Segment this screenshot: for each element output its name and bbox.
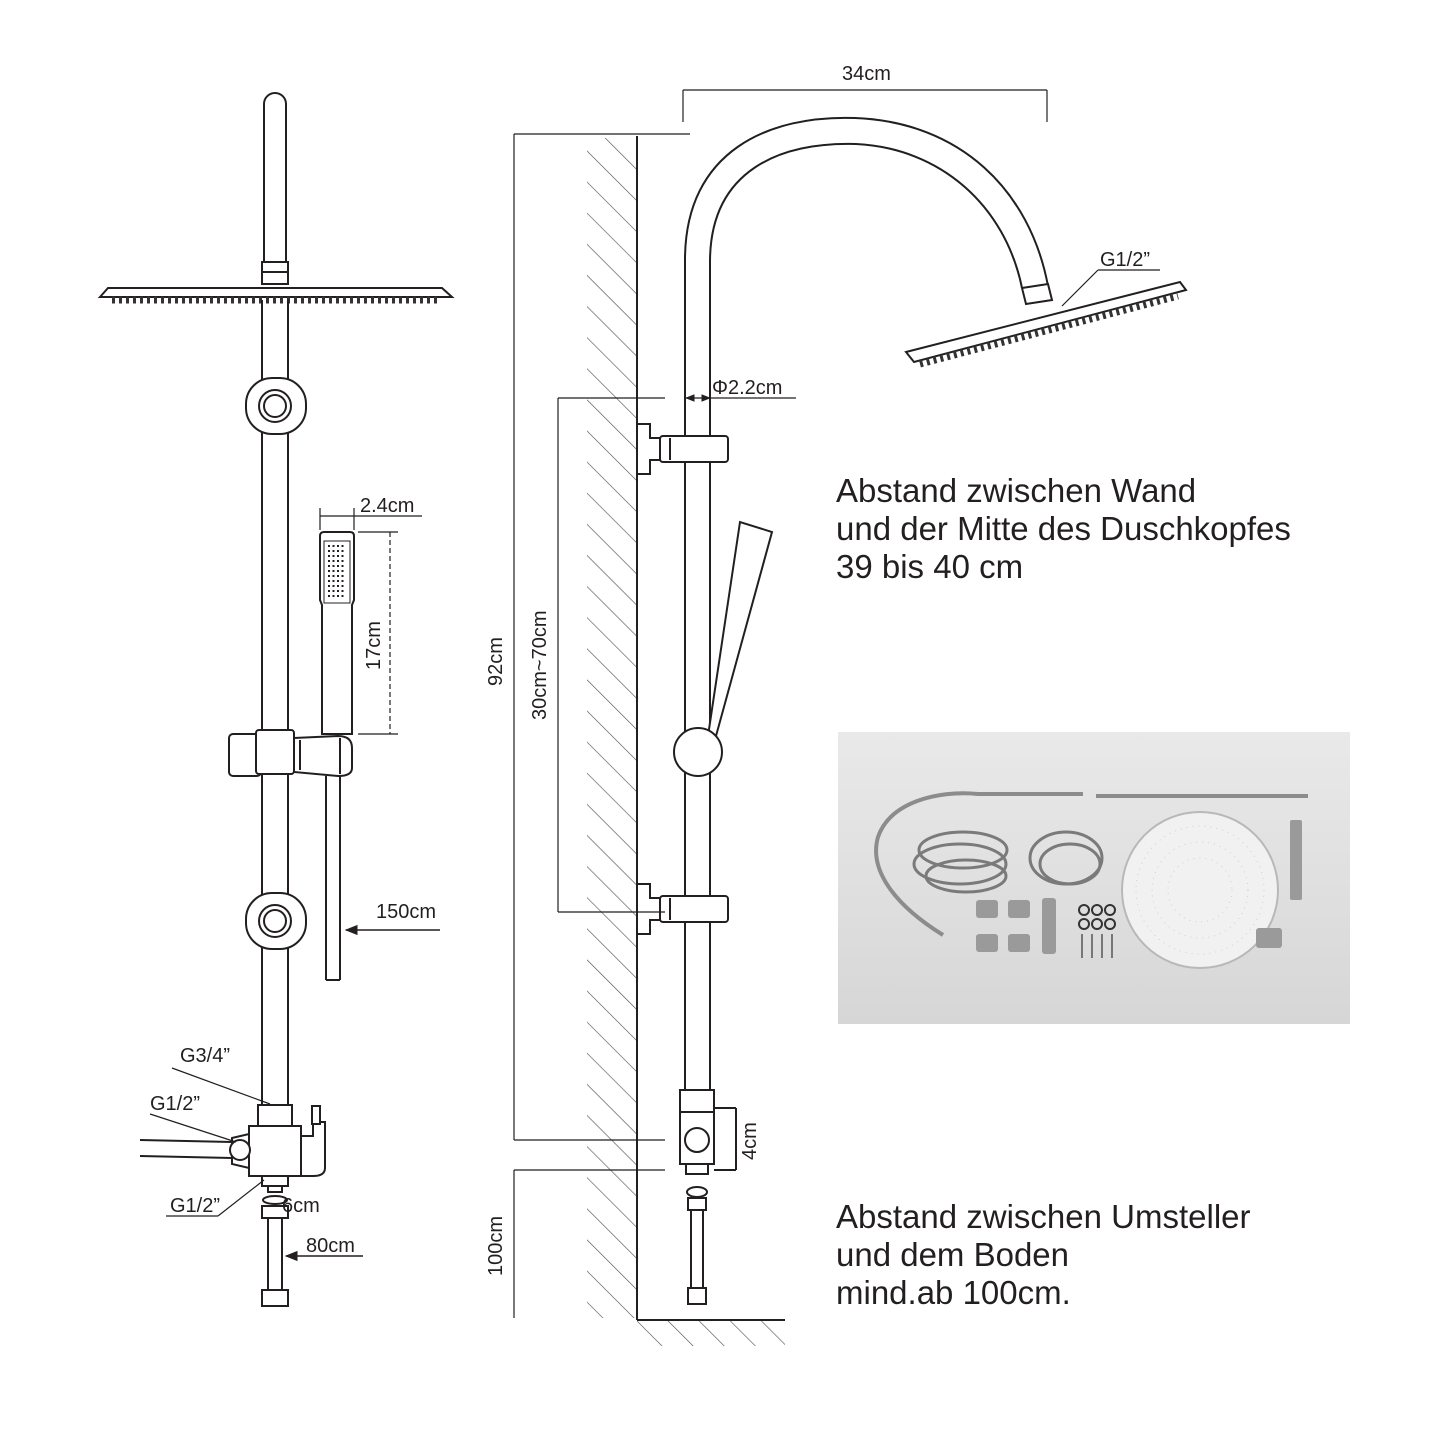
handshower-width-label: 2.4cm [360,495,414,517]
front-side-hose [139,1139,233,1159]
photo-rain-head [1121,811,1279,969]
front-view [97,92,455,1307]
side-hand-shower [673,520,774,777]
side-rain-head [904,280,1188,364]
note-floor-line-1: Abstand zwischen Umsteller [836,1198,1251,1235]
front-washer [262,1195,288,1205]
side-diverter-height-label: 4cm [739,1122,761,1160]
side-gooseneck-outer [684,116,1049,1100]
note-floor-line-3: mind.ab 100cm. [836,1274,1071,1311]
note-wall-line-1: Abstand zwischen Wand [836,472,1197,509]
side-wall-bracket-bottom [636,883,729,935]
thread-top-label: G3/4” [180,1045,230,1067]
side-view [636,116,1188,1305]
pipe-diameter-label: Φ2.2cm [712,377,782,399]
side-wall-bracket-top [636,423,729,475]
front-shower-hose [325,776,341,981]
front-wall-bracket-bottom [245,892,307,950]
front-hand-shower [319,531,355,735]
front-dimension-lines [149,508,440,1262]
diverter-height-label: 6cm [282,1195,320,1217]
shower-hose-length-label: 150cm [376,901,436,923]
side-dimension-labels: 34cm G1/2” Φ2.2cm 92cm 30cm~70cm 4cm 100… [485,63,1150,1276]
front-dimension-labels: 2.4cm 17cm 150cm G3/4” G1/2” G1/2” 6cm 8… [150,495,436,1257]
side-arm-nut [1020,282,1054,306]
front-rain-head [97,287,455,298]
bracket-spacing-label: 30cm~70cm [529,611,551,721]
connection-hose-length-label: 80cm [306,1235,355,1257]
product-components-photo [838,732,1350,1024]
photo-screws [1081,934,1113,958]
photo-gooseneck-arm [874,791,1083,937]
floor-hatch [637,1320,785,1346]
photo-shower-hoses [912,830,1104,894]
arm-reach-label: 34cm [842,63,891,85]
side-connection-hose [686,1186,708,1305]
photo-washers [1078,904,1116,930]
front-wall-bracket-top [245,377,307,435]
photo-small-parts [976,820,1302,954]
side-gooseneck-inner [709,142,1023,1100]
note-wall-distance: Abstand zwischen Wand und der Mitte des … [836,472,1291,586]
front-diverter [229,1104,326,1193]
components-illustration [874,791,1308,969]
wall-hatch [587,138,637,1318]
note-floor-distance: Abstand zwischen Umsteller und dem Boden… [836,1198,1251,1312]
floor-distance-label: 100cm [485,1216,507,1276]
handshower-length-label: 17cm [363,621,385,670]
note-wall-line-3: 39 bis 40 cm [836,548,1024,585]
front-slider-holder [228,729,353,778]
thread-side-label: G1/2” [150,1093,200,1115]
front-connection-hose [261,1205,289,1307]
note-wall-line-2: und der Mitte des Duschkopfes [836,510,1291,547]
front-top-arm [263,92,287,263]
side-diverter [679,1089,737,1175]
thread-bottom-label: G1/2” [170,1195,220,1217]
side-wall [587,136,785,1346]
note-floor-line-2: und dem Boden [836,1236,1070,1273]
side-rain-head-nozzles [919,292,1179,368]
head-thread-label: G1/2” [1100,249,1150,271]
total-height-label: 92cm [485,637,507,686]
side-dimension-lines [513,89,1160,1318]
